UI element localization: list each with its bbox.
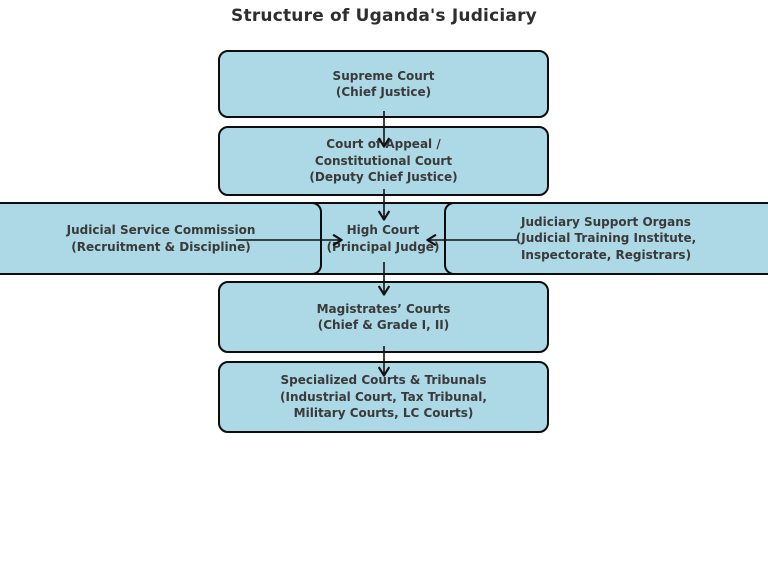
specialized-courts-label-line1: Specialized Courts & Tribunals <box>280 373 487 388</box>
support-organs-label-line1: Judiciary Support Organs <box>521 214 691 229</box>
court-of-appeal-label-line1: Court of Appeal / <box>326 137 441 152</box>
supreme-court-label-line2: (Chief Justice) <box>335 85 432 99</box>
high-court-label-line2: (Principal Judge) <box>326 239 440 254</box>
jsc-label-line2: (Recruitment & Discipline) <box>71 239 251 254</box>
node-judicial-service-commission: Judicial Service Commission (Recruitment… <box>0 202 322 275</box>
support-organs-box-outline <box>444 202 768 275</box>
support-organs-label-line3: Inspectorate, Registrars) <box>520 247 692 262</box>
magistrates-courts-label-line1: Magistrates’ Courts <box>316 301 451 316</box>
jsc-box-outline <box>0 202 322 275</box>
node-magistrates-courts: Magistrates’ Courts (Chief & Grade I, II… <box>218 281 549 353</box>
magistrates-courts-label-line2: (Chief & Grade I, II) <box>317 318 450 332</box>
high-court-label-line1: High Court <box>346 223 420 237</box>
supreme-court-label-line1: Supreme Court <box>332 68 435 83</box>
node-supreme-court: Supreme Court (Chief Justice) <box>218 50 549 118</box>
support-organs-label-line2: (Judicial Training Institute, <box>515 231 697 246</box>
node-judiciary-support-organs: Judiciary Support Organs (Judicial Train… <box>444 202 768 275</box>
node-court-of-appeal: Court of Appeal / Constitutional Court (… <box>218 126 549 196</box>
specialized-courts-label-line3: Military Courts, LC Courts) <box>293 406 474 421</box>
specialized-courts-label-line2: (Industrial Court, Tax Tribunal, <box>280 389 487 404</box>
court-of-appeal-label-line2: Constitutional Court <box>314 153 453 168</box>
jsc-label-line1: Judicial Service Commission <box>66 223 256 237</box>
node-high-court: High Court (Principal Judge) <box>322 202 444 275</box>
court-of-appeal-label-line3: (Deputy Chief Justice) <box>309 170 458 185</box>
diagram-title: Structure of Uganda's Judiciary <box>231 6 537 26</box>
node-specialized-courts: Specialized Courts & Tribunals (Industri… <box>218 361 549 433</box>
